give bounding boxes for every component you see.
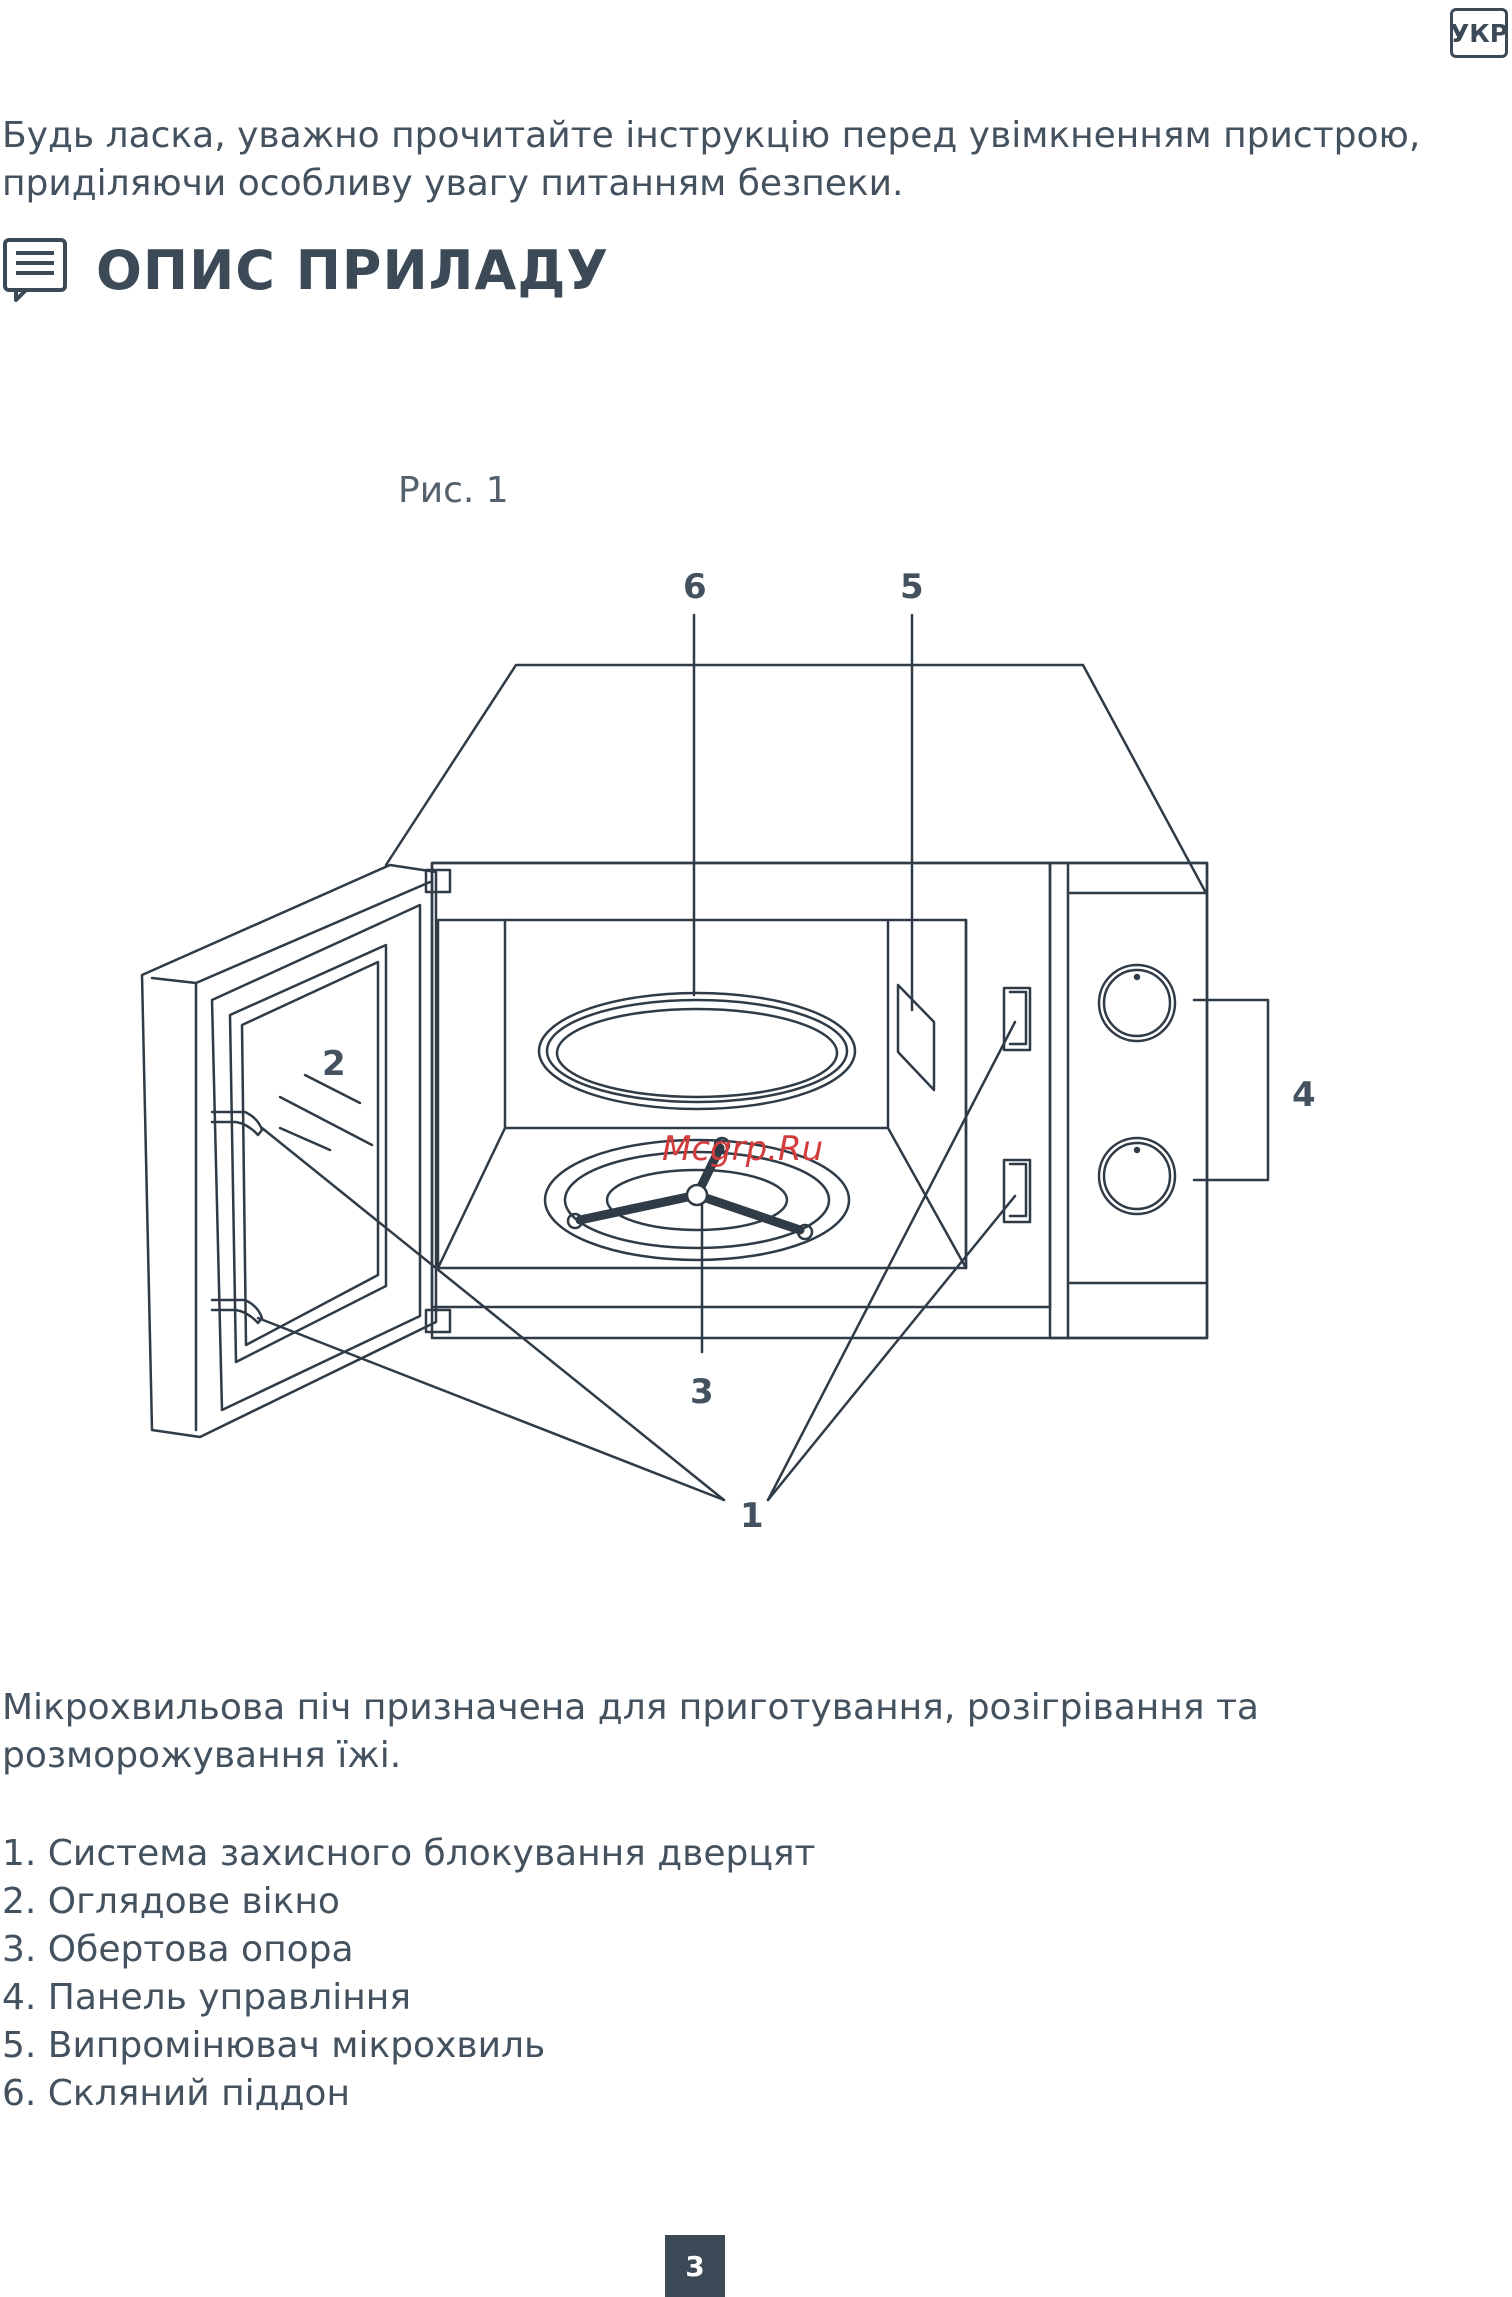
knob-power [1097,1136,1177,1216]
list-item: 2. Оглядове вікно [2,1881,340,1922]
page-number: 3 [665,2235,725,2297]
section-heading: ОПИС ПРИЛАДУ [2,234,609,306]
intro-text: Будь ласка, уважно прочитайте інструкцію… [2,115,1421,204]
cabinet-top [384,663,1208,895]
list-item: 5. Випромінювач мікрохвиль [2,2025,546,2066]
latch-upper [210,1110,264,1137]
list-item: 4. Панель управління [2,1977,411,2018]
watermark: Mcgrp.Ru [662,1129,823,1169]
list-item: 1. Система захисного блокування дверцят [2,1833,816,1874]
callout-6: 6 [683,567,707,607]
callout-2: 2 [322,1044,346,1084]
lock-slot-upper [1002,986,1032,1052]
section-title: ОПИС ПРИЛАДУ [96,238,610,302]
parts-list: 1. Система захисного блокування дверцят … [2,1830,816,2118]
knob-timer [1097,963,1177,1043]
turntable-ring [543,1138,851,1262]
list-item: 3. Обертова опора [2,1929,354,1970]
control-panel [1048,861,1209,1340]
latch-lower [210,1298,264,1325]
waveguide-cover [896,983,936,1092]
callout-3: 3 [690,1372,714,1412]
lock-slot-lower [1002,1158,1032,1224]
door-outer [140,863,438,1439]
door-window-frame [210,903,422,1412]
microwave-diagram: 6 5 2 4 3 1 Mcgrp.Ru [140,567,1316,1536]
list-item: 6. Скляний піддон [2,2073,350,2114]
description-text: Мікрохвильова піч призначена для приготу… [2,1687,1259,1776]
glass-tray [537,991,857,1111]
callout-5: 5 [900,567,924,607]
door-window [228,943,388,1364]
document-list-icon [3,238,67,302]
callout-4: 4 [1292,1075,1316,1115]
hinge-lower [424,1308,452,1334]
cavity-back [503,918,890,1130]
language-badge: УКР [1450,8,1508,58]
figure-caption: Рис. 1 [398,470,509,511]
callout-1: 1 [740,1496,764,1536]
